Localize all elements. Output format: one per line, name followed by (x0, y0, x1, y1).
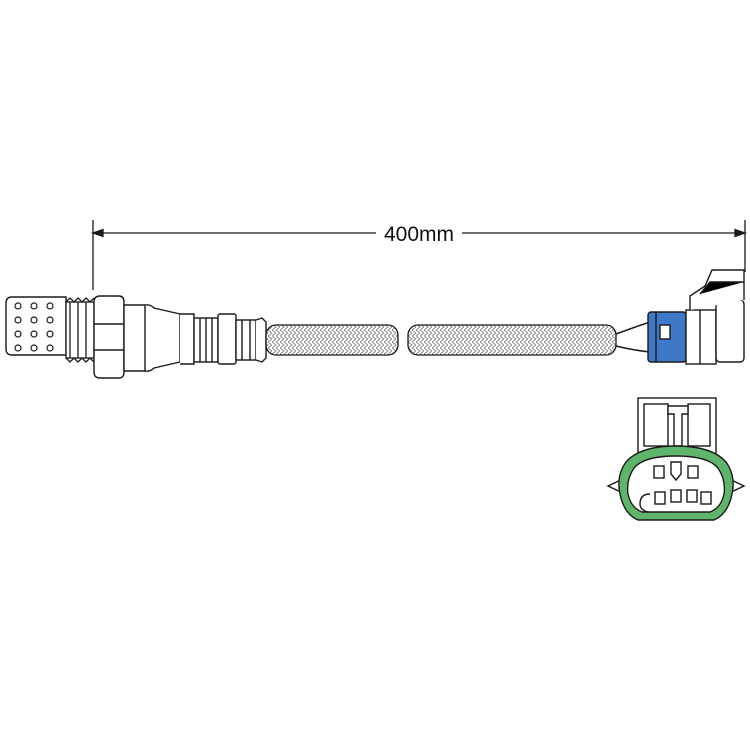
pin-slot (687, 465, 699, 479)
electrical-connector (647, 269, 745, 365)
pin-slot (670, 489, 682, 503)
pin-slot (653, 465, 665, 479)
cable-segment-right (407, 324, 617, 356)
pin-key (670, 461, 682, 482)
hex-nut (93, 295, 125, 379)
pin-slot (700, 491, 712, 505)
arrow-right-icon (734, 228, 747, 238)
pin-slot (686, 489, 698, 503)
sensor-body (123, 304, 267, 372)
pin-slot (654, 491, 666, 505)
connector-face (606, 397, 746, 521)
connector-wires (615, 321, 651, 353)
braided-cable (265, 324, 617, 356)
cable-segment-left (265, 324, 399, 356)
sensor-tip (5, 296, 67, 356)
dimension-label: 400mm (376, 221, 462, 249)
thread-section (65, 297, 95, 363)
arrow-left-icon (91, 228, 104, 238)
